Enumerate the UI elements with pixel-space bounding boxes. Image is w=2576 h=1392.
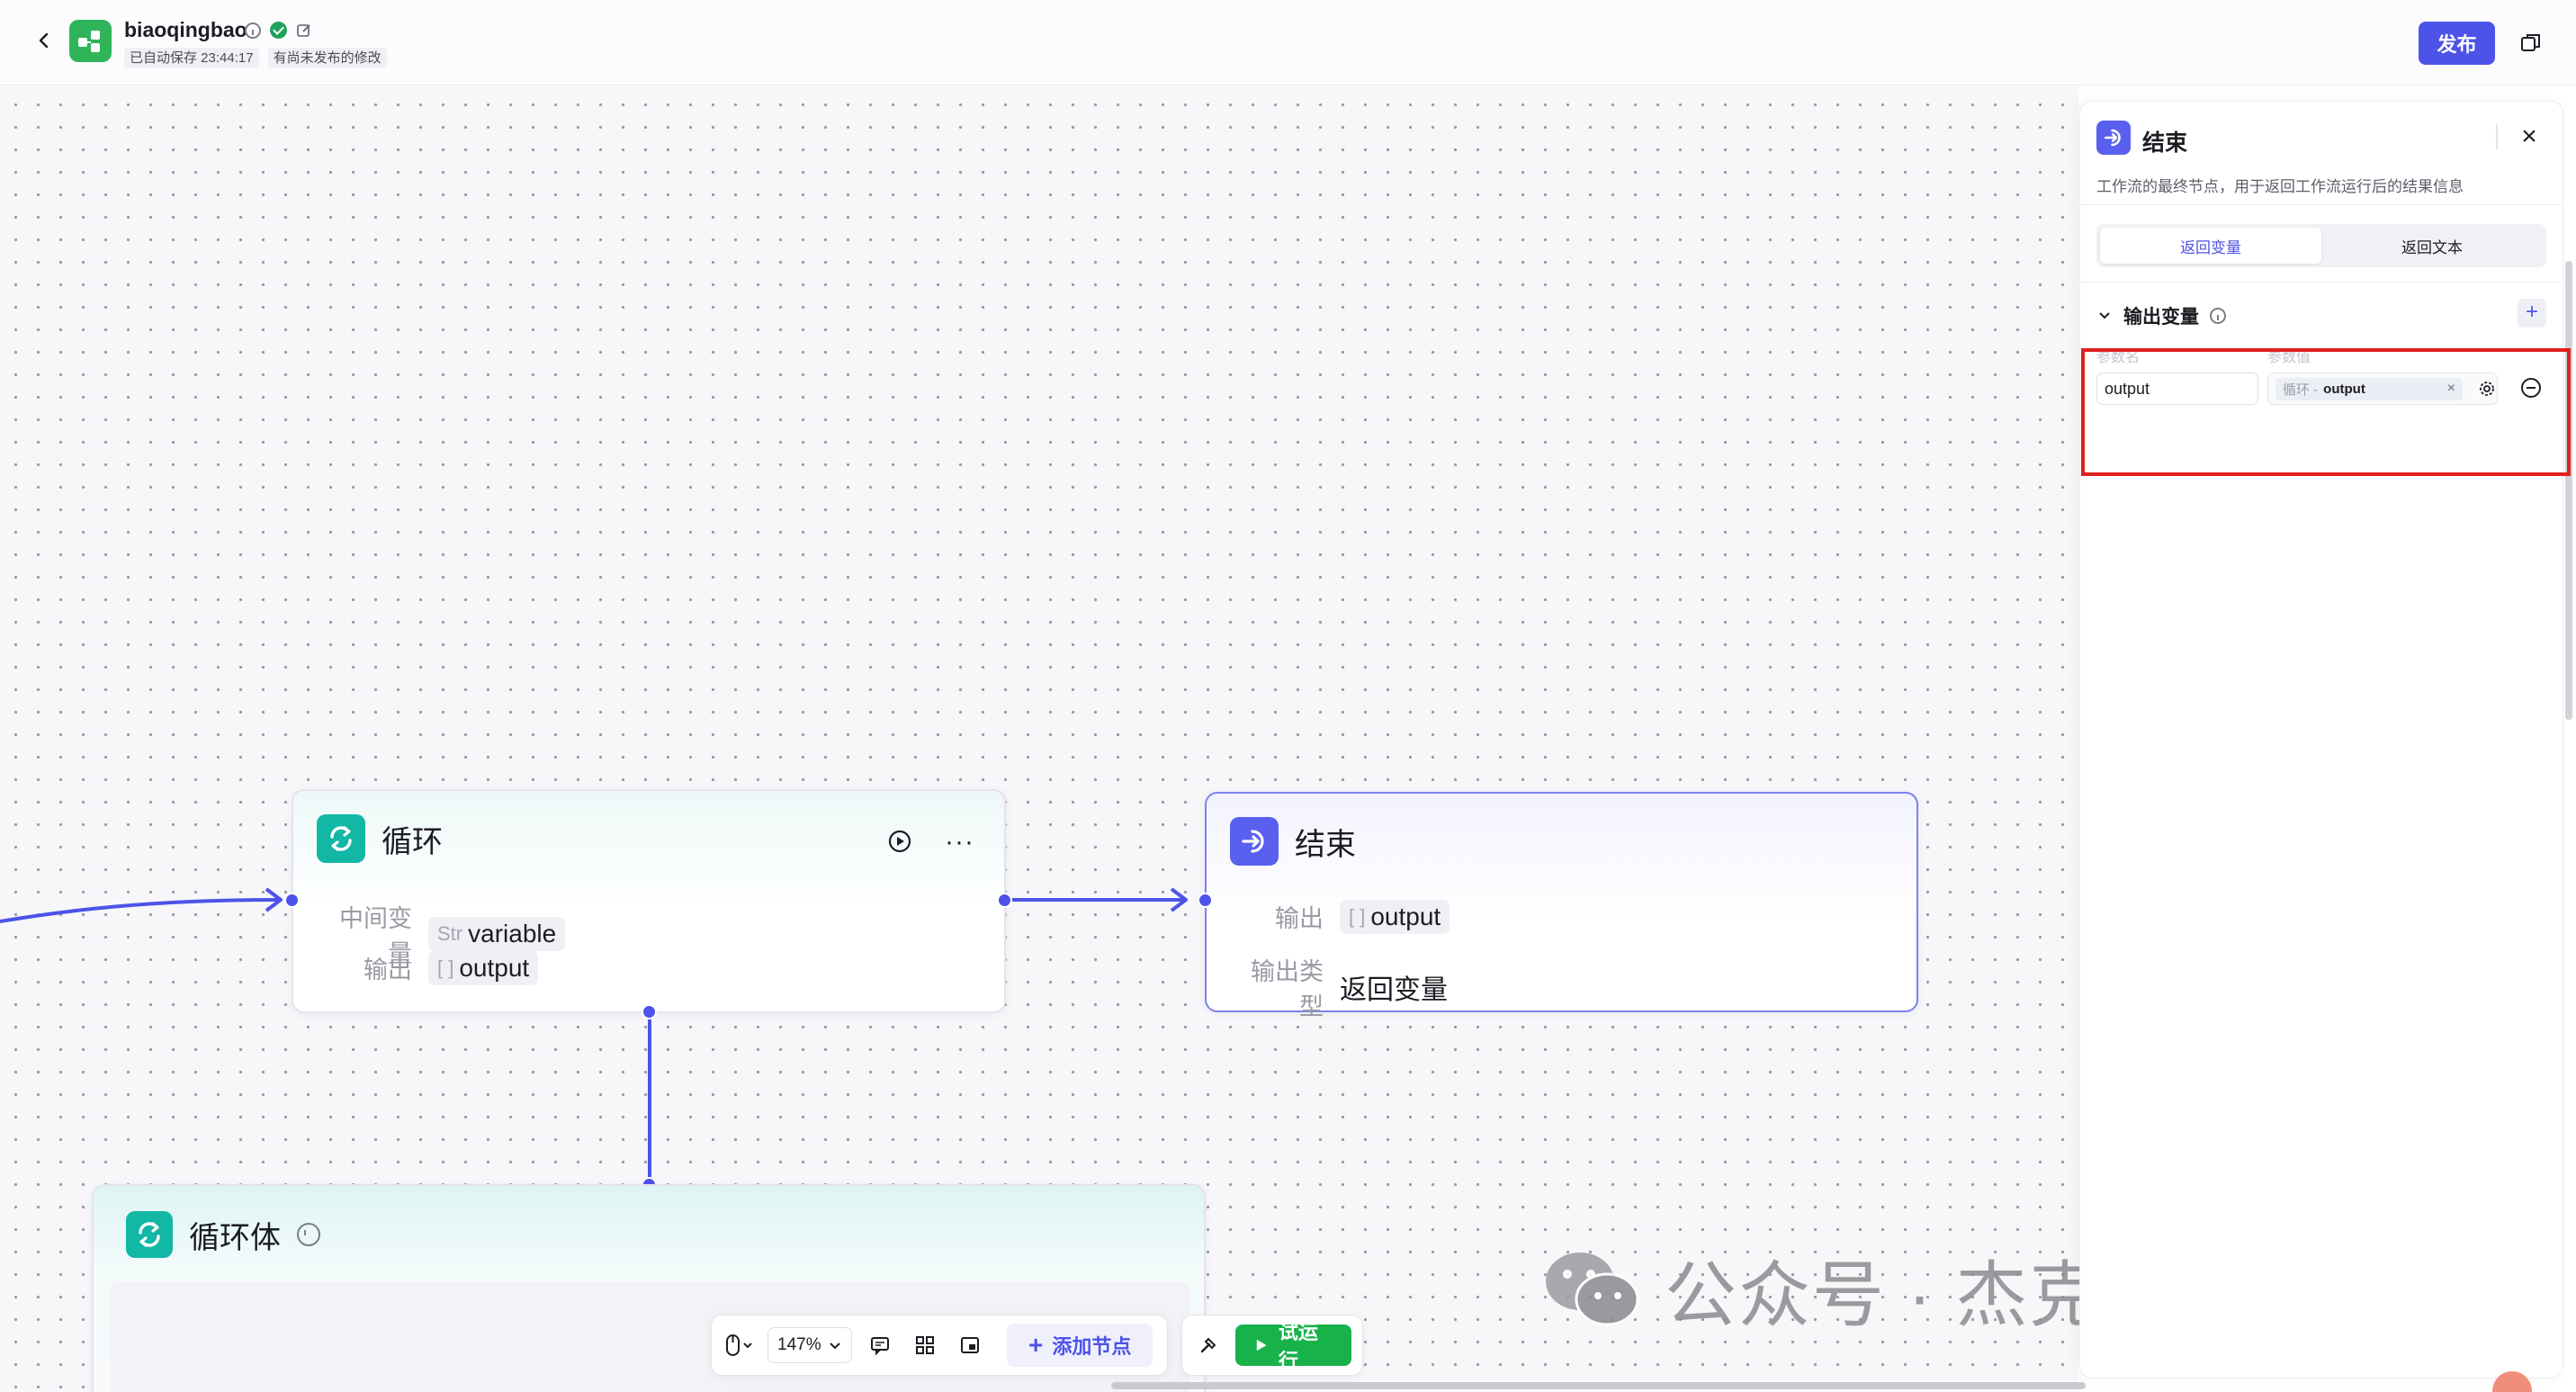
mouse-mode-icon[interactable] [723, 1328, 757, 1362]
minimap-icon[interactable] [953, 1328, 987, 1362]
remove-variable-icon[interactable] [2521, 378, 2541, 398]
close-icon[interactable]: × [2521, 121, 2537, 151]
loop-body-title: 循环体 [189, 1220, 281, 1255]
node-config-panel: 结束 × 工作流的最终节点，用于返回工作流运行后的结果信息 返回变量 返回文本 … [2079, 101, 2563, 1379]
test-run-label: 试运行 [1278, 1321, 1318, 1372]
string-type-icon: Str [437, 922, 463, 945]
variable-chip: Str variable [428, 917, 566, 951]
loop-body-header: 循环体 [126, 1211, 320, 1258]
tab-return-variable[interactable]: 返回变量 [2100, 228, 2321, 264]
copy-icon[interactable] [2518, 31, 2544, 56]
loop-output-port[interactable] [997, 893, 1012, 908]
array-type-icon: [ ] [1349, 904, 1366, 928]
loop-icon [126, 1211, 173, 1258]
output-chip: [ ] output [428, 950, 539, 985]
test-run-button[interactable]: 试运行 [1234, 1321, 1351, 1372]
return-mode-tabs: 返回变量 返回文本 [2096, 224, 2546, 267]
zoom-select[interactable]: 147% [767, 1327, 852, 1363]
column-header-value: 参数值 [2267, 350, 2311, 365]
end-input-port[interactable] [1198, 893, 1213, 908]
horizontal-scrollbar[interactable] [1111, 1382, 2086, 1389]
divider [2080, 282, 2563, 283]
gear-icon[interactable] [2478, 380, 2496, 398]
app-name-icons [245, 22, 312, 39]
wechat-logo-icon [1542, 1249, 1643, 1330]
back-icon[interactable] [31, 27, 58, 54]
end-node[interactable]: 结束 输出 [ ] output 输出类型 返回变量 [1205, 792, 1918, 1020]
debug-tool-icon[interactable] [1193, 1328, 1225, 1362]
param-name-input[interactable]: output [2096, 373, 2258, 405]
run-toolbar: 试运行 [1181, 1315, 1363, 1376]
more-icon[interactable]: ··· [945, 827, 974, 857]
reference-variable: output [2323, 381, 2365, 397]
tab-return-text[interactable]: 返回文本 [2401, 238, 2463, 256]
check-circle-icon [270, 22, 287, 39]
loop-node-header: 循环 [317, 814, 443, 863]
info-icon[interactable] [245, 22, 261, 39]
add-node-button[interactable]: + 添加节点 [1007, 1324, 1153, 1367]
end-icon [1230, 817, 1279, 866]
chip-value: output [459, 953, 530, 982]
avatar[interactable] [2492, 1371, 2532, 1392]
array-type-icon: [ ] [437, 956, 454, 979]
add-node-label: 添加节点 [1052, 1335, 1132, 1358]
comment-icon[interactable] [863, 1328, 897, 1362]
divider [2496, 124, 2498, 149]
clear-icon[interactable]: × [2446, 381, 2455, 396]
canvas-toolbar: 147% + 添加节点 [711, 1315, 1168, 1376]
output-variables-header[interactable]: 输出变量 [2096, 302, 2226, 329]
app-name: biaoqingbao [124, 18, 247, 41]
section-title: 输出变量 [2123, 307, 2199, 328]
column-header-name: 参数名 [2096, 350, 2141, 365]
workflow-canvas[interactable] [0, 86, 2078, 1392]
zoom-value: 147% [777, 1335, 821, 1354]
chevron-down-icon[interactable] [2096, 308, 2113, 324]
autosave-badge: 已自动保存 23:44:17 [124, 48, 259, 68]
chip-value: variable [468, 920, 557, 947]
end-icon [2096, 121, 2131, 155]
add-variable-button[interactable]: + [2518, 299, 2546, 328]
loop-icon [317, 814, 365, 863]
end-row-output: 输出 [ ] output [1230, 899, 1450, 934]
vertical-scrollbar[interactable] [2565, 261, 2572, 720]
app-logo-icon [69, 20, 112, 62]
panel-title: 结束 [2142, 130, 2188, 156]
output-chip: [ ] output [1340, 899, 1450, 934]
param-value-reference[interactable]: 循环 - output × [2267, 373, 2498, 405]
publish-button[interactable]: 发布 [2419, 22, 2495, 65]
chip-value: output [1370, 902, 1441, 930]
output-type-value: 返回变量 [1340, 975, 1448, 1005]
reference-source: 循环 - [2283, 382, 2319, 398]
play-icon[interactable] [887, 829, 912, 854]
info-icon[interactable] [2210, 308, 2226, 324]
panel-description: 工作流的最终节点，用于返回工作流运行后的结果信息 [2096, 178, 2464, 195]
end-node-title: 结束 [1295, 827, 1356, 862]
layout-grid-icon[interactable] [908, 1328, 942, 1362]
edit-icon[interactable] [296, 22, 312, 39]
plus-icon: + [1028, 1331, 1044, 1359]
reference-chip: 循环 - output × [2275, 377, 2463, 400]
loop-node-title: 循环 [381, 824, 443, 859]
chevron-down-icon [830, 1343, 840, 1350]
row-label: 输出 [1275, 905, 1324, 932]
loop-row-variable: 中间变量 Str variable [319, 899, 566, 969]
loop-body-port-top[interactable] [642, 1004, 657, 1019]
loop-input-port[interactable] [284, 893, 300, 908]
divider [2080, 204, 2563, 205]
loop-node[interactable]: 循环 ··· 中间变量 Str variable 输出 [ ] output [292, 789, 1006, 1013]
top-header: biaoqingbao 已自动保存 23:44:17 有尚未发布的修改 发布 [0, 0, 2576, 85]
row-label: 中间变量 [339, 905, 412, 967]
info-icon[interactable] [297, 1223, 320, 1246]
row-label: 输出类型 [1251, 958, 1324, 1020]
row-label: 输出 [364, 956, 412, 983]
unpublished-badge: 有尚未发布的修改 [267, 48, 387, 68]
status-badges: 已自动保存 23:44:17 有尚未发布的修改 [124, 48, 387, 68]
loop-row-output: 输出 [ ] output [319, 950, 539, 985]
end-node-header: 结束 [1230, 817, 1356, 866]
end-row-type: 输出类型 返回变量 [1230, 952, 1448, 1022]
play-icon [1256, 1339, 1267, 1352]
